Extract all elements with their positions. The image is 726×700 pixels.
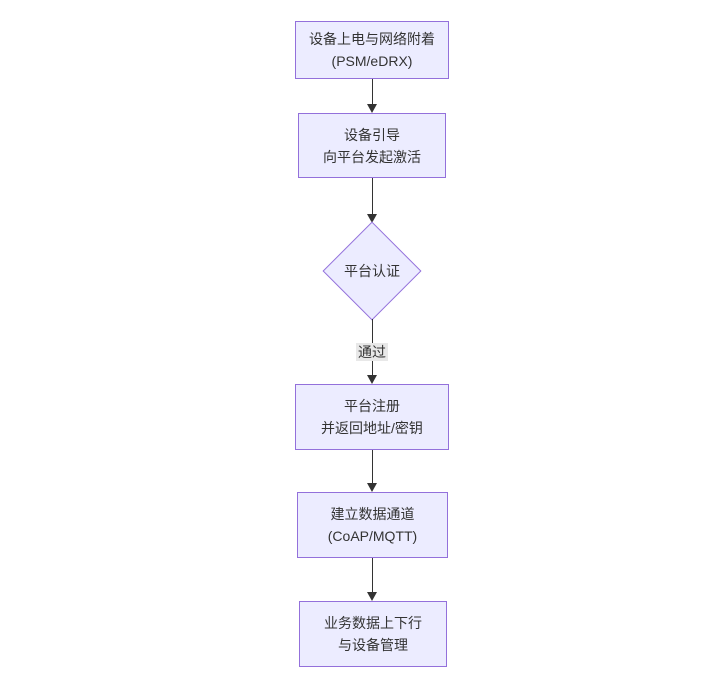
arrow-stem <box>371 79 373 108</box>
node-power-attach: 设备上电与网络附着 (PSM/eDRX) <box>295 21 449 79</box>
node-business: 业务数据上下行 与设备管理 <box>299 601 447 667</box>
node-bootstrap: 设备引导 向平台发起激活 <box>298 113 446 178</box>
arrow <box>366 450 378 492</box>
node-line: 设备引导 <box>344 126 400 143</box>
node-line: 建立数据通道 <box>330 506 415 522</box>
arrow <box>366 558 378 601</box>
edge-label-pass: 通过 <box>356 343 388 361</box>
node-line: (CoAP/MQTT) <box>327 528 418 544</box>
node-line: (PSM/eDRX) <box>331 53 413 69</box>
arrowhead-icon <box>367 375 377 384</box>
arrow-stem <box>371 178 373 218</box>
node-line: 平台注册 <box>344 398 400 414</box>
arrowhead-icon <box>367 214 377 223</box>
node-line: 并返回地址/密钥 <box>321 420 423 436</box>
node-line: 业务数据上下行 <box>324 615 422 631</box>
node-line: 设备上电与网络附着 <box>309 31 435 47</box>
arrowhead-icon <box>367 104 377 113</box>
node-register: 平台注册 并返回地址/密钥 <box>295 384 449 450</box>
arrow <box>366 178 378 223</box>
arrow-stem <box>371 558 373 596</box>
node-line: 向平台发起激活 <box>323 148 421 165</box>
arrowhead-icon <box>367 592 377 601</box>
arrow <box>366 79 378 113</box>
arrowhead-icon <box>367 483 377 492</box>
decision-label: 平台认证 <box>344 263 400 279</box>
node-line: 与设备管理 <box>338 637 408 653</box>
node-data-channel: 建立数据通道 (CoAP/MQTT) <box>297 492 448 558</box>
arrow-stem <box>371 450 373 487</box>
